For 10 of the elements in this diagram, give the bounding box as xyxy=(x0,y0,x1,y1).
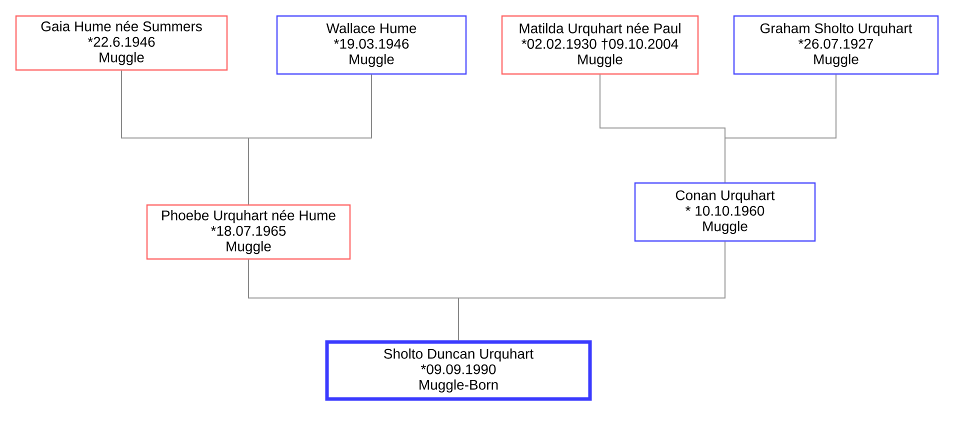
person-box: Graham Sholto Urquhart *26.07.1927 Muggle xyxy=(733,15,939,75)
connector-line xyxy=(724,74,836,183)
person-box: Conan Urquhart * 10.10.1960 Muggle xyxy=(634,182,816,242)
person-box: Gaia Hume née Summers *22.6.1946 Muggle xyxy=(15,15,228,71)
connector-line xyxy=(458,241,726,341)
person-box: Wallace Hume *19.03.1946 Muggle xyxy=(276,15,467,75)
person-box: Matilda Urquhart née Paul *02.02.1930 †09.10.2004 Muggle xyxy=(501,15,699,75)
person-box: Sholto Duncan Urquhart *09.09.1990 Muggle-Born xyxy=(325,340,592,401)
person-box: Phoebe Urquhart née Hume *18.07.1965 Muggle xyxy=(146,204,351,260)
connector-line xyxy=(248,74,372,205)
